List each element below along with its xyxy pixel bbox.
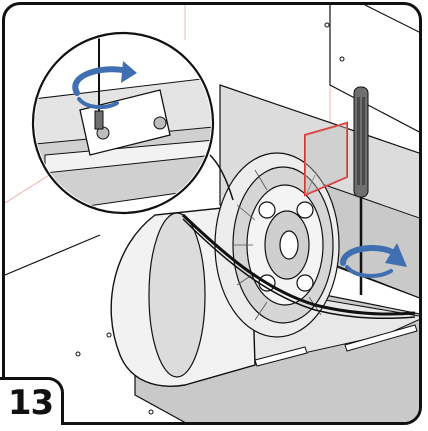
fan-wheel (214, 152, 340, 338)
step-badge: 13 (0, 377, 64, 425)
illustration-frame (2, 2, 422, 425)
fan-blades (233, 169, 322, 321)
step-number: 13 (7, 382, 54, 423)
detail-leader (209, 154, 234, 201)
screw-holes (75, 22, 345, 415)
screwdriver-icon (353, 86, 369, 295)
mounting-bracket (304, 121, 348, 197)
power-cord-edge (182, 218, 416, 320)
rotate-clockwise-arrow-icon (340, 243, 407, 278)
rail-slots (254, 324, 418, 367)
rotate-arrow-icon (72, 61, 137, 110)
detail-magnifier (31, 31, 215, 215)
power-cord (181, 213, 416, 316)
assembly-illustration (5, 5, 419, 422)
housing-outline (5, 5, 419, 276)
